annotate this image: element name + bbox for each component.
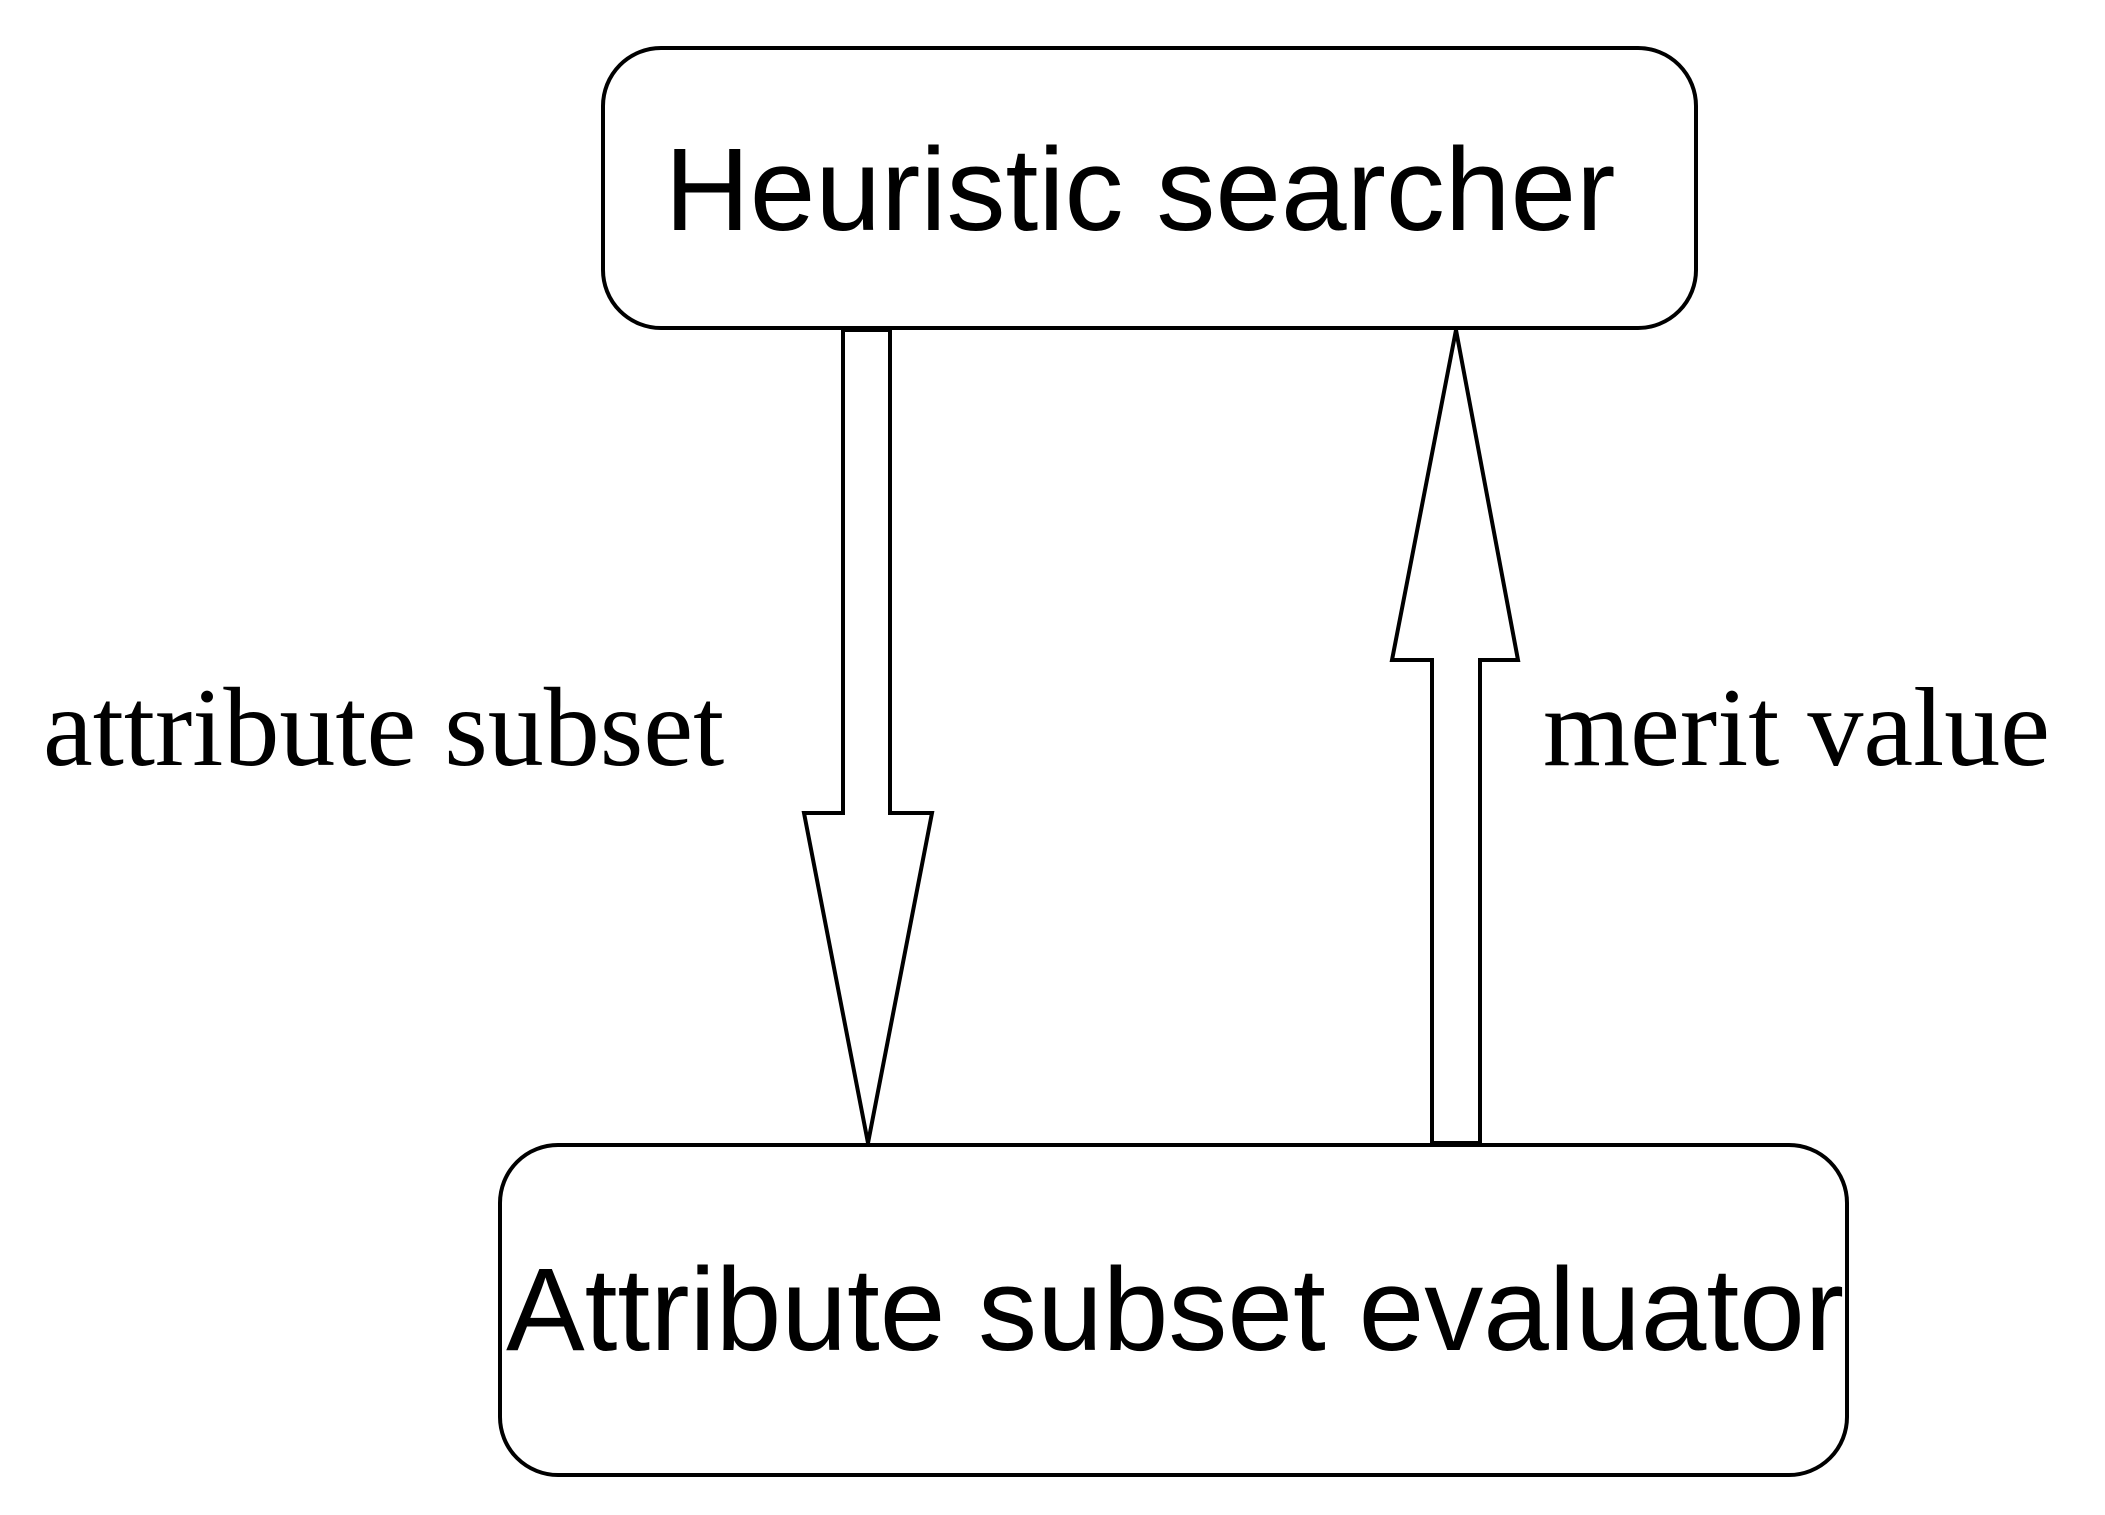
heuristic-searcher-node[interactable]: Heuristic searcher xyxy=(601,46,1698,330)
attribute-subset-evaluator-node[interactable]: Attribute subset evaluator xyxy=(498,1143,1849,1477)
attribute-subset-evaluator-label: Attribute subset evaluator xyxy=(506,1244,1844,1376)
attribute-subset-label: attribute subset xyxy=(43,666,724,790)
attribute-subset-arrow xyxy=(801,328,935,1144)
merit-value-arrow xyxy=(1389,329,1521,1145)
heuristic-searcher-label: Heuristic searcher xyxy=(665,124,1616,256)
merit-value-label: merit value xyxy=(1543,666,2050,790)
heuristic-searcher-box xyxy=(601,46,1698,330)
attribute-subset-evaluator-box xyxy=(498,1143,1849,1477)
